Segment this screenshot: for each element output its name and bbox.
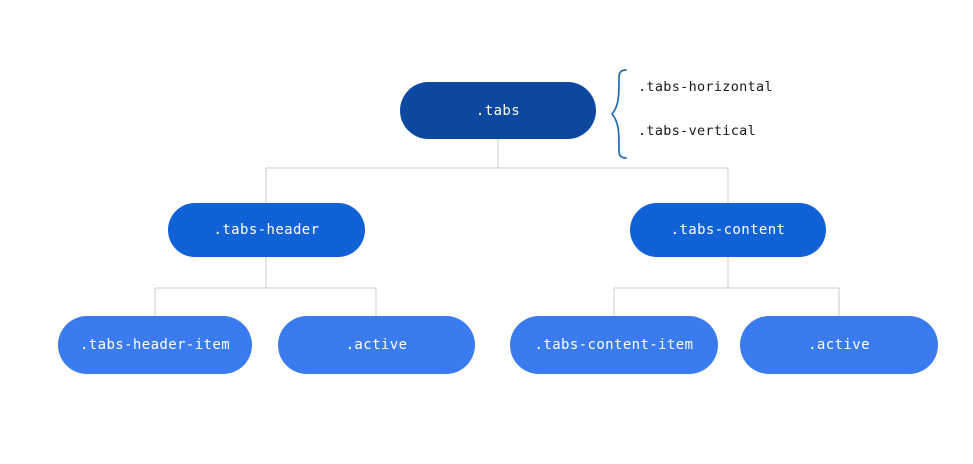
node-active-content[interactable]: .active [740,316,938,374]
node-tabs-label: .tabs [475,102,521,119]
node-tabs-content-label: .tabs-content [670,222,786,238]
node-active-header[interactable]: .active [278,316,475,374]
node-tabs-header[interactable]: .tabs-header [168,203,365,257]
annotation-tabs-horizontal: .tabs-horizontal [638,79,773,95]
node-tabs-header-label: .tabs-header [213,222,320,238]
modifier-annotation-group: .tabs-horizontal .tabs-vertical [608,64,838,164]
node-active-header-label: .active [345,337,408,353]
curly-brace-icon [611,69,627,159]
node-tabs-header-item[interactable]: .tabs-header-item [58,316,252,374]
node-tabs-content-item[interactable]: .tabs-content-item [510,316,718,374]
node-tabs-content-item-label: .tabs-content-item [534,337,694,353]
node-active-content-label: .active [808,337,870,353]
node-tabs-content[interactable]: .tabs-content [630,203,826,257]
node-tabs-header-item-label: .tabs-header-item [79,337,231,353]
annotation-tabs-vertical: .tabs-vertical [638,123,756,139]
node-tabs[interactable]: .tabs [400,82,596,139]
